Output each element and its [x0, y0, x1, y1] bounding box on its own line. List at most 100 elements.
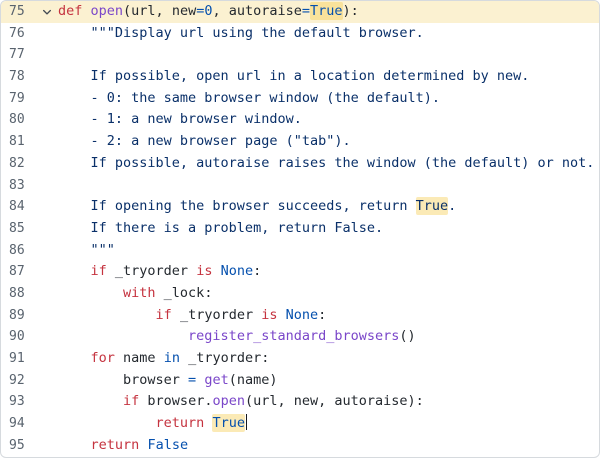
code-line: 83	[1, 175, 599, 197]
code-line: 86 """	[1, 240, 599, 262]
line-number[interactable]: 83	[9, 177, 25, 193]
code-token	[58, 307, 156, 323]
code-line-content[interactable]: with _lock:	[58, 283, 599, 305]
code-token: get	[204, 371, 229, 388]
code-line-content[interactable]: if _tryorder is None:	[58, 261, 599, 283]
code-token: if	[123, 393, 140, 410]
line-number[interactable]: 78	[9, 69, 25, 85]
text-cursor	[245, 414, 248, 431]
line-number[interactable]: 95	[9, 437, 25, 453]
code-line-content[interactable]: - 0: the same browser window (the defaul…	[58, 88, 599, 110]
line-number[interactable]: 75	[9, 4, 25, 19]
code-token: return	[90, 436, 140, 453]
code-token: for	[90, 350, 115, 366]
line-number[interactable]: 94	[9, 416, 25, 432]
code-token: None	[220, 263, 254, 280]
code-line: 77	[1, 44, 599, 66]
code-token: name	[114, 350, 164, 366]
code-token: If possible, autoraise raises the window…	[58, 154, 595, 171]
code-line: 93 if browser.open(url, new, autoraise):	[1, 391, 599, 413]
code-line: 90 register_standard_browsers()	[1, 326, 599, 348]
line-number[interactable]: 77	[9, 47, 25, 63]
code-token: _tryorder	[106, 263, 197, 280]
highlighted-token: True	[415, 198, 449, 215]
chevron-down-icon[interactable]	[41, 6, 53, 18]
code-token: (name)	[228, 371, 278, 388]
code-line-content[interactable]: return False	[58, 435, 599, 457]
line-number[interactable]: 81	[9, 134, 25, 150]
code-token: =	[188, 371, 197, 388]
line-number[interactable]: 92	[9, 372, 25, 388]
code-line: 87 if _tryorder is None:	[1, 261, 599, 283]
code-token: - 2: a new browser page ("tab").	[58, 133, 351, 150]
code-token: _lock:	[155, 284, 213, 301]
code-line: 85 If there is a problem, return False.	[1, 218, 599, 240]
code-token: None	[285, 306, 319, 323]
line-number[interactable]: 80	[9, 112, 25, 128]
code-token: browser	[58, 371, 189, 388]
code-line-content[interactable]: If there is a problem, return False.	[58, 218, 599, 240]
code-token: def	[58, 3, 83, 19]
code-token	[277, 307, 285, 323]
code-token: """	[58, 241, 115, 258]
code-line-content[interactable]: register_standard_browsers()	[58, 326, 599, 348]
code-token	[82, 3, 90, 19]
code-line: 92 browser = get(name)	[1, 370, 599, 392]
code-token: return	[155, 415, 205, 432]
line-number[interactable]: 91	[9, 351, 25, 366]
code-line-content[interactable]: If possible, open url in a location dete…	[58, 66, 599, 88]
code-line-content[interactable]: If possible, autoraise raises the window…	[58, 153, 599, 175]
line-number[interactable]: 76	[9, 25, 25, 41]
code-token	[58, 350, 91, 366]
highlighted-token: True	[212, 415, 245, 432]
code-line-content[interactable]: if _tryorder is None:	[58, 305, 599, 327]
code-token: (url, new, autoraise):	[244, 393, 424, 410]
code-line: 89 if _tryorder is None:	[1, 305, 599, 327]
line-number[interactable]: 93	[9, 394, 25, 410]
code-line: 84 If opening the browser succeeds, retu…	[1, 196, 599, 218]
code-line: 79 - 0: the same browser window (the def…	[1, 88, 599, 110]
code-line-content[interactable]: browser = get(name)	[58, 370, 599, 392]
code-line-content[interactable]: if browser.open(url, new, autoraise):	[58, 391, 599, 413]
code-line-content[interactable]: - 1: a new browser window.	[58, 109, 599, 131]
line-number[interactable]: 79	[9, 90, 25, 106]
fold-toggle[interactable]	[35, 6, 58, 18]
code-line-content[interactable]: """Display url using the default browser…	[58, 23, 599, 45]
code-token: .	[448, 198, 457, 215]
code-token: - 0: the same browser window (the defaul…	[58, 89, 441, 106]
code-line: 80 - 1: a new browser window.	[1, 109, 599, 131]
line-number[interactable]: 84	[9, 199, 25, 215]
code-token: with	[123, 284, 156, 301]
line-number[interactable]: 87	[9, 264, 25, 280]
line-number[interactable]: 90	[9, 329, 25, 345]
code-line-content[interactable]: for name in _tryorder:	[58, 348, 599, 370]
code-token: =	[196, 3, 205, 19]
code-line: 91 for name in _tryorder:	[1, 348, 599, 370]
code-token: browser.	[139, 393, 213, 410]
code-token: is	[261, 306, 278, 323]
code-line-content[interactable]: """	[58, 240, 599, 262]
code-line-content[interactable]: - 2: a new browser page ("tab").	[58, 131, 599, 153]
code-token: in	[163, 350, 180, 366]
code-line: 81 - 2: a new browser page ("tab").	[1, 131, 599, 153]
line-number[interactable]: 88	[9, 285, 25, 301]
code-token	[58, 393, 123, 409]
line-number[interactable]: 82	[9, 155, 25, 171]
code-token	[58, 285, 123, 301]
code-line-content[interactable]: If opening the browser succeeds, return …	[58, 196, 599, 218]
code-token: is	[196, 263, 213, 280]
line-number[interactable]: 85	[9, 220, 25, 236]
code-line-content[interactable]: return True	[58, 413, 599, 435]
code-token: open	[212, 393, 245, 410]
code-line: 78 If possible, open url in a location d…	[1, 66, 599, 88]
code-token: ()	[399, 328, 416, 345]
code-token: _tryorder	[171, 306, 262, 323]
code-line-content[interactable]: def open(url, new=0, autoraise=True):	[58, 1, 599, 23]
line-number[interactable]: 86	[9, 242, 25, 258]
code-token: open	[90, 3, 124, 19]
code-token	[58, 263, 91, 279]
code-line: 75 def open(url, new=0, autoraise=True):	[1, 1, 599, 23]
line-number[interactable]: 89	[9, 307, 25, 323]
